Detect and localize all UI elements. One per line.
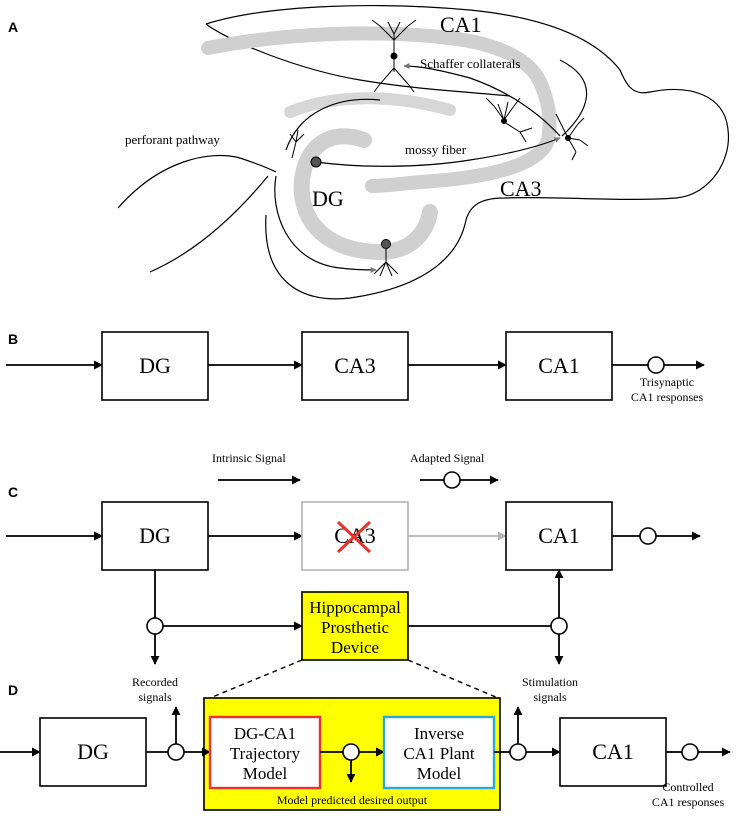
- ca3-label: CA3: [500, 176, 542, 201]
- ca1-box-c-label: CA1: [538, 523, 580, 548]
- controlled-label-1: Controlled: [662, 780, 713, 794]
- panel-c-letter: C: [8, 484, 18, 500]
- dg-hilus-outline: [285, 98, 381, 151]
- dg-box-d-label: DG: [77, 739, 109, 764]
- schaffer-label: Schaffer collaterals: [420, 56, 520, 71]
- panel-d-letter: D: [8, 682, 18, 698]
- ca1-box-label: CA1: [538, 353, 580, 378]
- traj-label-2: Trajectory: [230, 744, 301, 763]
- dg-granule-layer: [293, 128, 438, 261]
- panel-a-letter: A: [8, 19, 18, 35]
- dg-box-c: [101, 501, 209, 571]
- ca1-neuron: [371, 19, 417, 93]
- legend-intrinsic-label: Intrinsic Signal: [212, 451, 286, 465]
- device-label-3: Device: [331, 638, 379, 657]
- ca3-inner-band: [284, 92, 456, 118]
- output-node-c: [639, 527, 657, 545]
- traj-label-3: Model: [243, 764, 288, 783]
- dg-box: [101, 331, 209, 401]
- dg-box-d: [39, 717, 147, 787]
- panel-d: D Recorded signals Stimulation signals D…: [0, 675, 731, 811]
- ca3-to-ca1-path: [559, 59, 588, 137]
- legend-adapted-label: Adapted Signal: [410, 451, 485, 465]
- recorded-label-1: Recorded: [132, 675, 178, 689]
- inv-label-2: CA1 Plant: [403, 744, 475, 763]
- stimulation-node: [550, 617, 568, 635]
- inv-label-1: Inverse: [414, 724, 464, 743]
- model-output-label: Model predicted desired output: [277, 793, 428, 807]
- perforant-branch-lower: [149, 175, 269, 273]
- ca3-neuron-right: [555, 113, 589, 161]
- ca3-neuron-left: [485, 97, 533, 143]
- recorded-node-d: [167, 743, 185, 761]
- dg-box-label: DG: [139, 353, 171, 378]
- mossy-fiber-label: mossy fiber: [405, 142, 467, 157]
- recorded-node: [146, 617, 164, 635]
- output-node: [647, 356, 665, 374]
- inverse-model-box: [382, 715, 496, 790]
- controlled-output-node: [681, 743, 699, 761]
- stimulation-label-1: Stimulation: [522, 675, 578, 689]
- ca3-box-label: CA3: [334, 353, 376, 378]
- stimulation-label-2: signals: [533, 690, 567, 704]
- lesion-x-icon: [336, 520, 372, 554]
- hippocampus-outline: [205, 5, 730, 300]
- zoom-line-right: [407, 659, 499, 699]
- mossy-fiber-path: [315, 137, 561, 167]
- perforant-label: perforant pathway: [125, 132, 220, 147]
- device-label-1: Hippocampal: [309, 598, 401, 617]
- dg-label: DG: [312, 186, 344, 211]
- trisynaptic-label-2: CA1 responses: [631, 390, 704, 404]
- dg-lower-cell: [373, 239, 399, 277]
- zoom-line-left: [209, 659, 303, 699]
- schaffer-collateral-path: [403, 63, 561, 137]
- stimulation-node-d: [509, 743, 527, 761]
- ca1-box: [505, 331, 613, 401]
- ca1-cell-layer: [201, 26, 557, 193]
- controlled-label-2: CA1 responses: [652, 795, 725, 809]
- recorded-label-2: signals: [138, 690, 172, 704]
- panel-a: A: [8, 5, 730, 300]
- ca1-box-d: [559, 717, 667, 787]
- trisynaptic-label-1: Trisynaptic: [640, 375, 694, 389]
- traj-label-1: DG-CA1: [234, 724, 296, 743]
- device-label-2: Prosthetic: [321, 618, 389, 637]
- inv-label-3: Model: [417, 764, 462, 783]
- perforant-pathway: [117, 154, 277, 209]
- dg-granule-cell: [289, 129, 322, 168]
- ca3-box: [301, 331, 409, 401]
- ca1-label: CA1: [440, 12, 482, 37]
- predicted-output-node: [342, 743, 360, 761]
- panel-b-letter: B: [8, 331, 18, 347]
- dg-box-c-label: DG: [139, 523, 171, 548]
- panel-b: B DG CA3 CA1 Trisynaptic CA1 responses: [6, 331, 705, 404]
- panel-c: C Intrinsic Signal Adapted Signal DG CA3…: [6, 451, 701, 699]
- dg-to-ca3-lower-branch: [274, 175, 377, 273]
- prosthetic-device-box: [301, 591, 409, 661]
- ca1-box-d-label: CA1: [592, 739, 634, 764]
- legend-adapted-node: [443, 471, 461, 489]
